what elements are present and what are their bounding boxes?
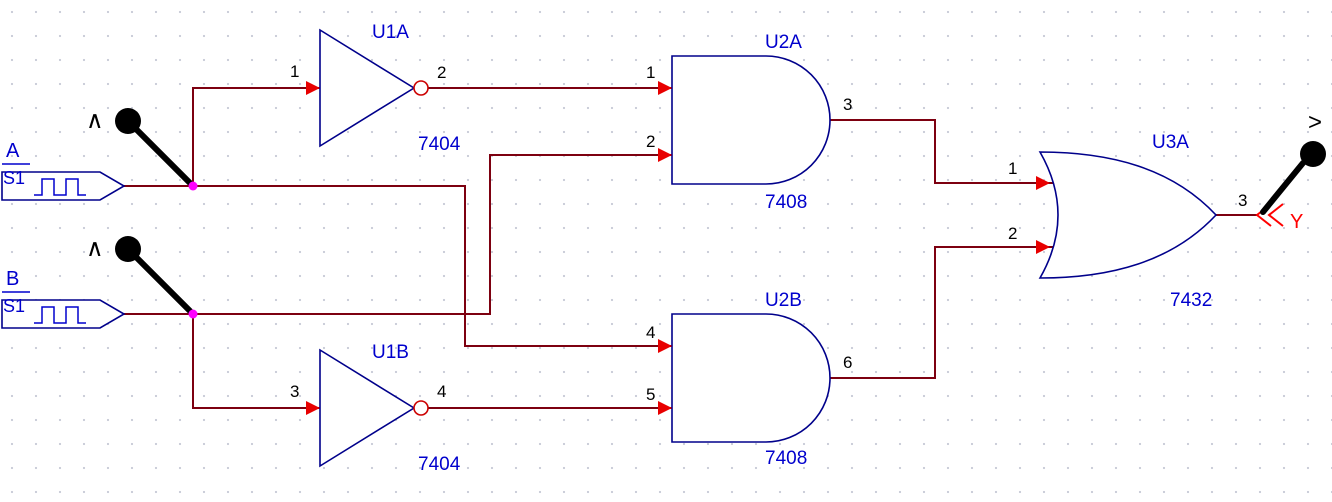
clock-waveform-icon — [34, 306, 86, 324]
output-net-label: Y — [1290, 211, 1303, 233]
pin-number: 2 — [1008, 224, 1017, 243]
wire-a-to-u1a-input[interactable] — [192, 87, 320, 186]
gate-part-label: 7408 — [765, 192, 807, 213]
or-gate-body[interactable] — [1038, 151, 1218, 279]
not-gate-body[interactable] — [319, 348, 416, 468]
wires — [124, 87, 1257, 409]
pin-number: 1 — [1008, 159, 1017, 178]
not-bubble-icon — [413, 400, 429, 416]
not-gate-body[interactable] — [319, 28, 416, 148]
wire-u2b-out-to-u3a-in2[interactable] — [830, 246, 1050, 379]
pin-arrow-icon — [1036, 240, 1050, 254]
source-a-body[interactable] — [1, 171, 126, 201]
gate-ref-label: U1A — [372, 22, 409, 43]
wire-b-to-u2a-in2[interactable] — [193, 154, 672, 315]
pin-number: 3 — [843, 95, 852, 114]
probe-stick — [134, 127, 193, 186]
gate-part-label: 7404 — [418, 134, 461, 155]
pin-number: 1 — [646, 63, 655, 82]
gate-ref-label: U2A — [765, 32, 802, 53]
gate-ref-label: U1B — [372, 342, 409, 363]
pin-arrow-icon — [658, 339, 672, 353]
wire-b-to-u1b-input[interactable] — [192, 314, 320, 409]
output-chevron-icon — [1267, 203, 1284, 227]
pin-number: 4 — [646, 323, 655, 342]
gate-part-label: 7432 — [1170, 290, 1212, 311]
probe-state-icon: > — [1308, 109, 1322, 136]
and-gate-body[interactable] — [671, 313, 831, 443]
net-label-b: B — [6, 268, 19, 290]
gate-u2a-and[interactable]: U2A 7408 1 2 3 — [646, 32, 852, 213]
probe-state-icon: ∧ — [86, 107, 104, 134]
pin-number: 4 — [437, 382, 446, 401]
wire-a-to-u2b-in1[interactable] — [193, 185, 672, 347]
gate-part-label: 7408 — [765, 448, 807, 469]
pin-arrow-icon — [658, 148, 672, 162]
pin-arrow-icon — [658, 401, 672, 415]
gate-u3a-or[interactable]: U3A 7432 1 2 3 — [1008, 132, 1247, 311]
probe-a[interactable]: ∧ — [86, 107, 193, 186]
net-label-a: A — [6, 140, 20, 162]
probe-b[interactable]: ∧ — [86, 235, 193, 314]
probe-y[interactable]: > — [1260, 109, 1326, 215]
clock-waveform-icon — [34, 178, 86, 196]
source-b-ref-label: S1 — [3, 296, 25, 316]
pin-number: 3 — [1238, 191, 1247, 210]
junction-dot — [188, 309, 198, 319]
pin-arrow-icon — [306, 81, 320, 95]
probe-state-icon: ∧ — [86, 235, 104, 262]
pin-number: 3 — [290, 382, 299, 401]
pin-arrow-icon — [1036, 176, 1050, 190]
pin-number: 1 — [290, 62, 299, 81]
input-pin-arrows — [306, 81, 1050, 415]
pin-arrow-icon — [658, 81, 672, 95]
pin-number: 6 — [843, 353, 852, 372]
pin-number: 5 — [646, 385, 655, 404]
probe-stick — [1260, 160, 1306, 215]
and-gate-body[interactable] — [671, 55, 831, 185]
wire-u2a-out-to-u3a-in1[interactable] — [830, 119, 1050, 184]
source-b-body[interactable] — [1, 299, 126, 329]
gate-ref-label: U2B — [765, 290, 802, 311]
source-a-ref-label: S1 — [3, 168, 25, 188]
pin-number: 2 — [437, 63, 446, 82]
probe-stick — [134, 255, 193, 314]
not-bubble-icon — [413, 80, 429, 96]
probe-lamp-icon[interactable] — [1300, 141, 1326, 167]
gate-ref-label: U3A — [1152, 132, 1189, 153]
junction-dot — [188, 181, 198, 191]
gate-u2b-and[interactable]: U2B 7408 4 5 6 — [646, 290, 852, 469]
source-a[interactable]: A S1 — [1, 140, 126, 201]
pin-arrow-icon — [306, 401, 320, 415]
pin-number: 2 — [646, 132, 655, 151]
source-b[interactable]: B S1 — [1, 268, 126, 329]
probe-lamp-icon[interactable] — [115, 108, 141, 134]
probe-lamp-icon[interactable] — [115, 236, 141, 262]
gate-part-label: 7404 — [418, 454, 461, 475]
gate-u1a-not[interactable]: U1A 7404 1 2 — [290, 22, 461, 155]
